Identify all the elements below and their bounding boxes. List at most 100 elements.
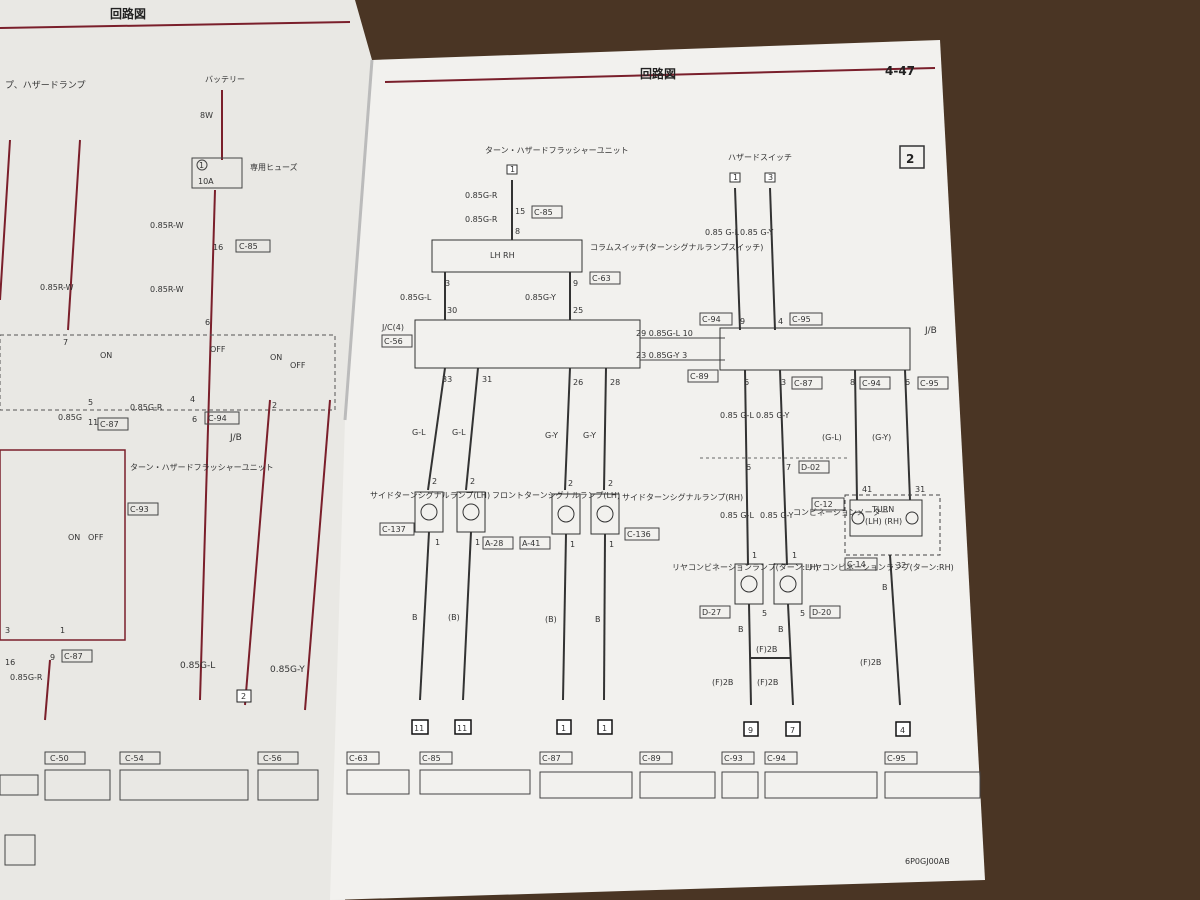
svg-text:G-Y: G-Y	[545, 431, 558, 440]
svg-text:41: 41	[862, 485, 872, 494]
svg-text:コラムスイッチ(ターンシグナルランプスイッチ): コラムスイッチ(ターンシグナルランプスイッチ)	[590, 242, 763, 252]
svg-text:C-95: C-95	[887, 754, 906, 763]
svg-text:(LH) (RH): (LH) (RH)	[865, 517, 902, 526]
svg-text:3: 3	[781, 378, 786, 387]
svg-text:1: 1	[199, 161, 204, 170]
svg-text:0.85G-L: 0.85G-L	[180, 661, 215, 671]
svg-text:C-136: C-136	[627, 530, 651, 539]
svg-text:D-02: D-02	[801, 463, 820, 472]
svg-text:4: 4	[900, 726, 905, 735]
svg-text:7: 7	[790, 726, 795, 735]
svg-text:OFF: OFF	[210, 345, 226, 354]
svg-text:5: 5	[88, 398, 93, 407]
svg-text:0.85 G-Y: 0.85 G-Y	[740, 228, 773, 237]
svg-text:31: 31	[482, 375, 492, 384]
svg-text:6: 6	[205, 318, 210, 327]
svg-text:C-56: C-56	[263, 754, 282, 763]
svg-text:C-63: C-63	[592, 274, 611, 283]
svg-text:4: 4	[778, 317, 783, 326]
svg-text:C-87: C-87	[542, 754, 561, 763]
lamp-4: リヤコンビネーションランプ(ターン:LH)	[672, 563, 819, 572]
svg-text:A-41: A-41	[522, 539, 540, 548]
svg-text:28: 28	[610, 378, 620, 387]
svg-text:G-L: G-L	[412, 428, 426, 437]
svg-text:J/B: J/B	[924, 326, 937, 336]
svg-text:C-89: C-89	[690, 372, 709, 381]
connector-strip: C-63 C-85 C-87 C-89 C-93 C-94 C-95	[346, 751, 981, 799]
svg-text:TURN: TURN	[871, 505, 894, 514]
flasher-label: ターン・ハザードフラッシャーユニット	[130, 463, 274, 472]
lamp-1: フロントターンシグナルランプ(LH)	[492, 490, 620, 500]
svg-text:J/C(4): J/C(4)	[381, 323, 404, 332]
svg-text:ON: ON	[68, 533, 80, 542]
left-page	[0, 0, 372, 900]
svg-text:2: 2	[241, 692, 246, 701]
right-page	[330, 40, 985, 900]
svg-text:ON: ON	[270, 353, 282, 362]
page-number: 4-47	[885, 64, 915, 78]
svg-text:11: 11	[88, 418, 98, 427]
svg-text:0.85G-Y: 0.85G-Y	[525, 293, 556, 302]
left-subtitle: プ、ハザードランプ	[5, 80, 85, 91]
lamp-0: サイドターンシグナルランプ(LH)	[370, 490, 490, 500]
svg-text:30: 30	[447, 306, 457, 315]
svg-text:ターン・ハザードフラッシャーユニット: ターン・ハザードフラッシャーユニット	[485, 146, 629, 155]
lamp-3: サイドターンシグナルランプ(RH)	[622, 492, 743, 502]
svg-text:31: 31	[915, 485, 925, 494]
svg-text:7: 7	[786, 463, 791, 472]
svg-text:C-54: C-54	[125, 754, 144, 763]
svg-text:5: 5	[800, 609, 805, 618]
fuse-box	[191, 157, 243, 189]
svg-text:1: 1	[733, 173, 738, 182]
svg-text:ハザードスイッチ: ハザードスイッチ	[728, 153, 792, 162]
svg-text:C-87: C-87	[794, 379, 813, 388]
svg-text:8W: 8W	[200, 111, 213, 120]
svg-text:B: B	[595, 615, 601, 624]
svg-text:C-50: C-50	[50, 754, 69, 763]
svg-text:LH RH: LH RH	[490, 251, 515, 260]
joint-connector	[414, 319, 641, 369]
svg-text:9: 9	[50, 653, 55, 662]
svg-text:2: 2	[906, 152, 914, 166]
svg-text:C-94: C-94	[862, 379, 881, 388]
lamp-5: リヤコンビネーションランプ(ターン:RH)	[806, 563, 954, 572]
svg-text:B: B	[778, 625, 784, 634]
svg-text:0.85R-W: 0.85R-W	[40, 283, 74, 292]
svg-text:1: 1	[602, 724, 607, 733]
svg-text:C-94: C-94	[767, 754, 786, 763]
svg-text:(B): (B)	[545, 615, 557, 624]
section-box	[899, 145, 925, 169]
svg-text:C-95: C-95	[792, 315, 811, 324]
svg-text:0.85G-L: 0.85G-L	[400, 293, 432, 302]
svg-text:3: 3	[445, 279, 450, 288]
right-header: 回路図	[640, 66, 676, 81]
svg-text:0.85 G-Y: 0.85 G-Y	[756, 411, 789, 420]
svg-text:C-85: C-85	[422, 754, 441, 763]
svg-text:1: 1	[792, 551, 797, 560]
svg-text:25: 25	[573, 306, 583, 315]
svg-text:C-85: C-85	[534, 208, 553, 217]
svg-text:15: 15	[515, 207, 525, 216]
svg-text:32: 32	[896, 561, 906, 570]
svg-text:C-89: C-89	[642, 754, 661, 763]
svg-text:9: 9	[573, 279, 578, 288]
svg-text:11: 11	[457, 724, 467, 733]
svg-text:10A: 10A	[198, 177, 214, 186]
combination-meter	[844, 494, 941, 556]
junction-block	[719, 327, 911, 371]
svg-text:1: 1	[475, 538, 480, 547]
svg-text:29 0.85G-L 10: 29 0.85G-L 10	[636, 329, 693, 338]
svg-text:11: 11	[414, 724, 424, 733]
svg-text:(F)2B: (F)2B	[756, 645, 777, 654]
svg-text:0.85R-W: 0.85R-W	[150, 221, 184, 230]
svg-text:ON: ON	[100, 351, 112, 360]
svg-text:6: 6	[746, 463, 751, 472]
svg-text:16: 16	[213, 243, 223, 252]
svg-text:23 0.85G-Y 3: 23 0.85G-Y 3	[636, 351, 687, 360]
svg-text:(G-Y): (G-Y)	[872, 433, 891, 442]
svg-text:0.85 G-Y: 0.85 G-Y	[760, 511, 793, 520]
svg-text:26: 26	[573, 378, 583, 387]
svg-text:6: 6	[744, 378, 749, 387]
svg-text:0.85 G-L: 0.85 G-L	[720, 511, 754, 520]
